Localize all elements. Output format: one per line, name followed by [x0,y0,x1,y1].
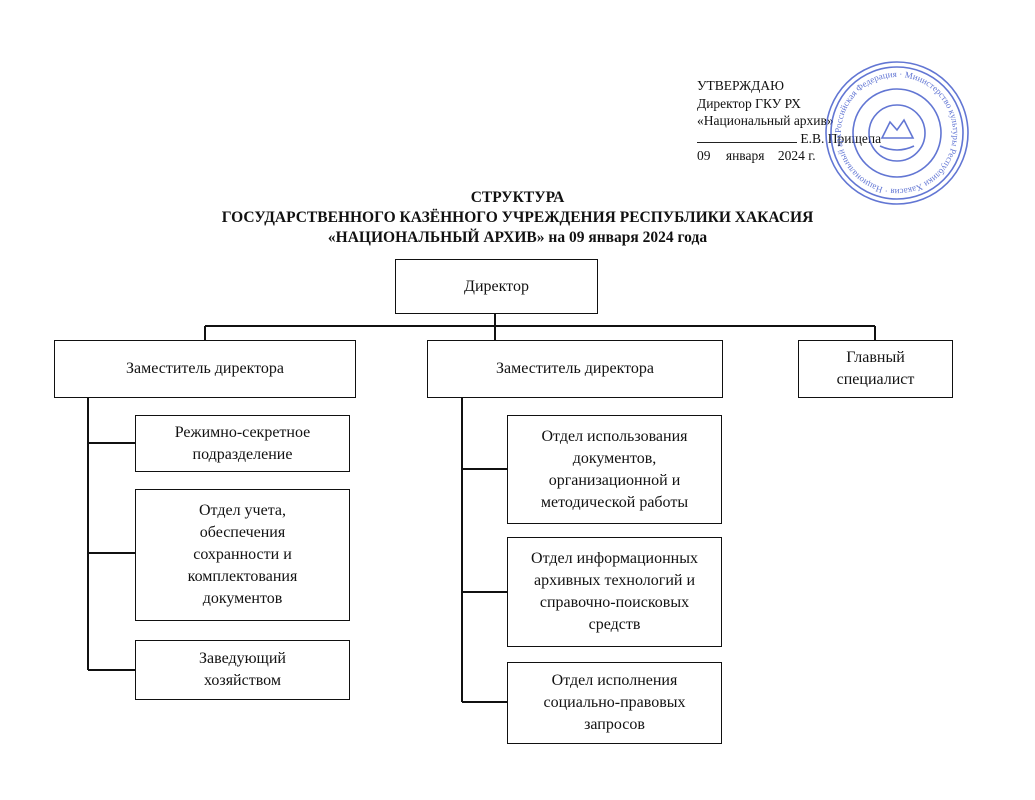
signature-line [697,130,797,143]
approval-block: УТВЕРЖДАЮ Директор ГКУ РХ «Национальный … [697,77,881,165]
approval-signer: Е.В. Прищепа [800,130,882,146]
node-secret-unit: Режимно-секретное подразделение [135,415,350,472]
node-deputy-director-1: Заместитель директора [54,340,356,398]
approval-heading: УТВЕРЖДАЮ [697,78,785,93]
approval-date-month: января [725,148,765,163]
approval-date: 09 января 2024 г. [697,147,881,165]
node-social-dept: Отдел исполнения социально-правовых запр… [507,662,722,744]
node-director: Директор [395,259,598,314]
title-line-1: СТРУКТУРА [470,189,565,206]
approval-position: Директор ГКУ РХ [697,95,801,111]
official-stamp: Российская Федерация · Министерство куль… [822,58,969,205]
node-accounting-dept: Отдел учета, обеспечения сохранности и к… [135,489,350,621]
node-deputy-director-2: Заместитель директора [427,340,723,398]
approval-organization: «Национальный архив» [697,113,834,128]
document-title: СТРУКТУРА ГОСУДАРСТВЕННОГО КАЗЁННОГО УЧР… [0,188,1035,248]
title-line-3: «НАЦИОНАЛЬНЫЙ АРХИВ» на 09 января 2024 г… [327,229,708,246]
node-it-dept: Отдел информационных архивных технологий… [507,537,722,647]
node-chief-specialist: Главный специалист [798,340,953,398]
approval-date-year: 2024 г. [777,148,816,163]
approval-signature-row: Е.В. Прищепа [697,130,881,148]
node-usage-dept: Отдел использования документов, организа… [507,415,722,524]
approval-date-day: 09 [697,148,711,163]
node-housekeeping: Заведующий хозяйством [135,640,350,700]
title-line-2: ГОСУДАРСТВЕННОГО КАЗЁННОГО УЧРЕЖДЕНИЯ РЕ… [221,209,814,226]
